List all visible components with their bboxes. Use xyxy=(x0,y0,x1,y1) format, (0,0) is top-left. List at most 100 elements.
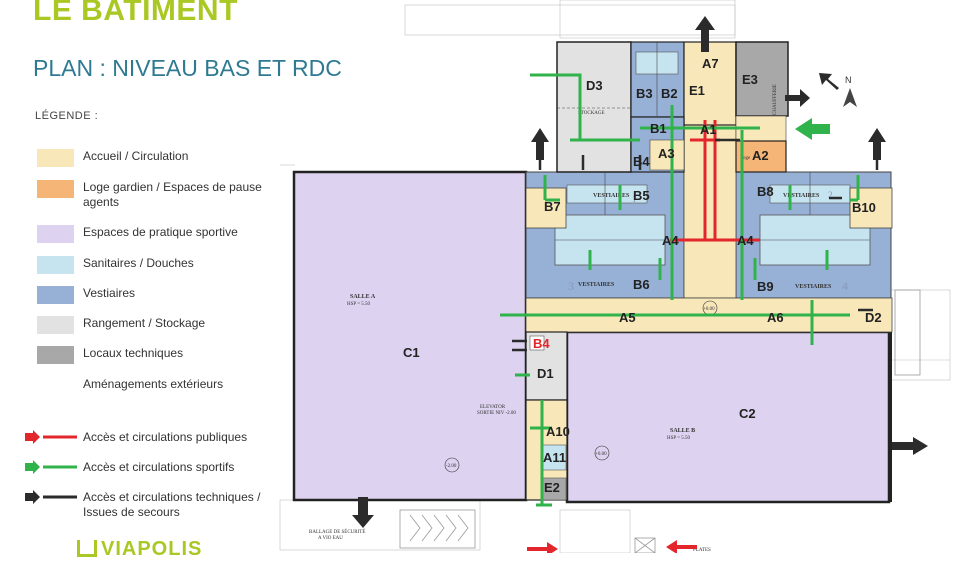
room-label-d1: D1 xyxy=(537,366,554,381)
legend-swatch xyxy=(37,225,74,243)
black-arrow-icon xyxy=(819,73,839,90)
salle-b-label: SALLE B xyxy=(670,428,695,434)
legend-arrow-sport: Accès et circulations sportifs xyxy=(25,460,268,475)
level-marker-circ-text: +0.00 xyxy=(703,307,715,312)
room-c1 xyxy=(292,170,528,502)
room-label-b3: B3 xyxy=(636,86,653,101)
room-label-b4-upper: B4 xyxy=(633,154,650,169)
balcony-label-2: A VIO EAU xyxy=(318,536,343,541)
vestiaire-number-4: 4 xyxy=(842,279,848,293)
room-b4-lower xyxy=(529,335,545,351)
legend-label: Rangement / Stockage xyxy=(83,316,206,330)
room-label-b7: B7 xyxy=(544,199,561,214)
room-a3 xyxy=(649,139,685,171)
vestiaires-label-4: VESTIAIRES xyxy=(795,284,832,290)
chaufferie-label: CHAUFFERIE xyxy=(773,84,778,115)
legend-arrow-label: Accès et circulations publiques xyxy=(83,430,248,444)
room-label-e1: E1 xyxy=(689,83,705,98)
interior-walls xyxy=(555,42,870,241)
legend-label: Vestiaires xyxy=(83,286,136,300)
level-marker-c2-text: +0.00 xyxy=(595,452,607,457)
legend-item-rangement: Rangement / Stockage xyxy=(37,316,268,334)
room-label-a5: A5 xyxy=(619,310,636,325)
room-label-a4-right: A4 xyxy=(737,233,754,248)
legend-swatch xyxy=(37,316,74,334)
page-title: LE BATIMENT xyxy=(33,0,238,27)
vestiaire-number-1: 1 xyxy=(632,194,637,204)
emergency-exit-arrows xyxy=(352,16,928,528)
black-arrow-icon xyxy=(352,497,374,528)
legend-swatch xyxy=(37,377,74,395)
sport-circulation-paths xyxy=(500,73,860,507)
room-label-e2: E2 xyxy=(544,480,560,495)
vestiaire-number-3: 3 xyxy=(568,279,574,293)
room-label-d3: D3 xyxy=(586,78,603,93)
salle-a-hsp: HSP = 5.50 xyxy=(347,302,371,307)
room-e3 xyxy=(735,41,789,117)
legend-item-loge: Loge gardien / Espaces de pause agents xyxy=(37,180,268,210)
red-arrow-icon xyxy=(666,540,697,553)
room-label-a1: A1 xyxy=(700,122,717,137)
elevator-sub-label: SORTIE NIV -2.00 xyxy=(477,411,516,416)
black-arrow-icon xyxy=(892,437,928,455)
red-arrow-icon xyxy=(527,542,558,553)
vestiaire-number-2: 2 xyxy=(828,190,833,200)
room-label-b6: B6 xyxy=(633,277,650,292)
public-arrows xyxy=(527,540,697,553)
room-label-a10: A10 xyxy=(546,424,570,439)
legend-swatch xyxy=(37,256,74,274)
room-label-d2: D2 xyxy=(865,310,882,325)
legend-swatch xyxy=(37,180,74,198)
legend-item-sport: Espaces de pratique sportive xyxy=(37,225,268,243)
room-label-c2: C2 xyxy=(739,406,756,421)
legend-label: Locaux techniques xyxy=(83,346,184,360)
legend-item-techniques: Locaux techniques xyxy=(37,346,268,364)
outdoor-hatch xyxy=(399,289,921,553)
north-letter: N xyxy=(845,75,852,85)
room-label-b9: B9 xyxy=(757,279,774,294)
black-arrow-icon xyxy=(695,16,715,52)
salle-a-label: SALLE A xyxy=(350,294,376,300)
salle-b-hsp: HSP = 5.50 xyxy=(667,436,691,441)
stockage-label: STOCKAGE xyxy=(578,111,605,116)
legend-arrow-public: Accès et circulations publiques xyxy=(25,430,268,445)
room-label-b4-lower: B4 xyxy=(533,336,550,351)
legend-swatch xyxy=(37,149,74,167)
black-arrow-icon xyxy=(785,89,810,107)
legend-label: Accueil / Circulation xyxy=(83,149,189,163)
legend-title: LÉGENDE : xyxy=(35,110,99,122)
vestiaires-label-2: VESTIAIRES xyxy=(783,193,820,199)
black-arrow-icon xyxy=(25,490,77,504)
room-label-c1: C1 xyxy=(403,345,420,360)
loge-label: Loge xyxy=(740,156,751,161)
legend-item-exterieurs: Aménagements extérieurs xyxy=(37,377,268,395)
vestiaires-label-3: VESTIAIRES xyxy=(578,282,615,288)
north-compass-icon: N xyxy=(843,75,857,107)
room-label-a2: A2 xyxy=(752,148,769,163)
room-label-a11: A11 xyxy=(543,450,566,465)
legend-swatch xyxy=(37,346,74,364)
elevator-label: ELEVATOR xyxy=(480,405,506,410)
red-arrow-icon xyxy=(25,430,77,444)
room-label-b8: B8 xyxy=(757,184,774,199)
legend-item-sanitaires: Sanitaires / Douches xyxy=(37,256,268,274)
legend-label: Espaces de pratique sportive xyxy=(83,225,238,239)
room-a2 xyxy=(735,140,787,173)
level-marker-c2 xyxy=(594,445,610,461)
room-label-a7: A7 xyxy=(702,56,719,71)
legend-arrow-technique: Accès et circulations techniques / Issue… xyxy=(25,490,268,520)
bottom-right-label: PLATES xyxy=(693,548,711,553)
room-label-a4-left: A4 xyxy=(662,233,679,248)
legend-arrow-label: Accès et circulations techniques / Issue… xyxy=(83,490,261,519)
vestiaires-label-1: VESTIAIRES xyxy=(593,193,630,199)
balcony-label: BALLAGE DE SÉCURITÉ xyxy=(309,529,365,535)
room-label-e3: E3 xyxy=(742,72,758,87)
room-c2 xyxy=(565,330,891,504)
green-arrow-icon xyxy=(25,460,77,474)
room-c2-wall xyxy=(888,332,892,502)
room-label-a3: A3 xyxy=(658,146,675,161)
legend-swatch xyxy=(37,286,74,304)
room-d3 xyxy=(556,41,632,173)
black-arrow-icon xyxy=(868,128,886,160)
green-arrow-icon xyxy=(795,118,830,140)
